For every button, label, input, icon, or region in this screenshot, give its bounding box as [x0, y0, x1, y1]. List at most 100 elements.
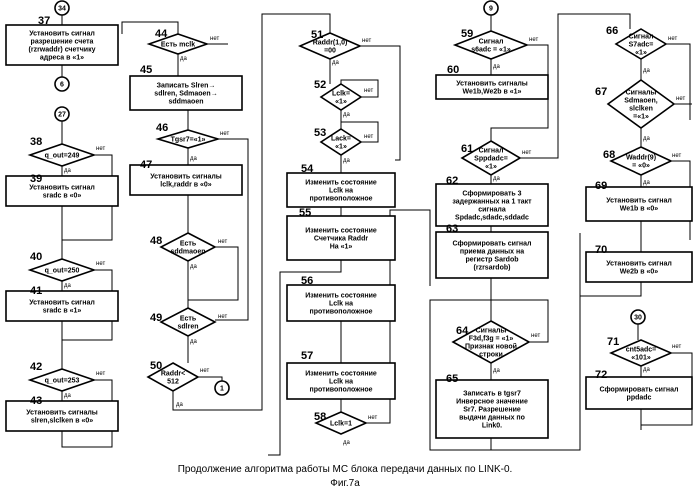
connector-label: 34: [58, 6, 66, 13]
yes-label: да: [343, 440, 351, 446]
connector-label: 6: [60, 82, 64, 89]
connector-1: 1: [215, 381, 229, 395]
process-60: 60Установить сигналыWe1b,We2b в «1»: [436, 64, 548, 99]
no-label: нет: [364, 134, 373, 140]
decision-53: 53Lack=«1»: [314, 127, 361, 155]
step-text-line: Инверсное значение: [456, 399, 528, 406]
yes-label: да: [343, 158, 351, 164]
decision-51: 51Raddr(1,0)=00: [300, 29, 360, 59]
decision-66: 66СигналS7adc=«1»: [606, 25, 666, 59]
process-72: 72Сформировать сигналppdadc: [586, 369, 692, 409]
step-text-line: адреса в «1»: [40, 55, 84, 62]
step-text-line: противоположное: [309, 309, 372, 316]
step-number: 60: [447, 64, 459, 76]
yes-label: да: [332, 60, 340, 66]
process-43: 43Установить сигналыslren,slclken в «0»: [6, 395, 118, 431]
step-text-line: «1»: [485, 164, 497, 171]
decision-71: 71cnt5adc=«101»: [607, 336, 671, 366]
process-70: 70Установить сигналWe2b в «0»: [586, 244, 692, 282]
step-text-line: Изменить состояние: [305, 180, 377, 187]
step-text-line: Есть: [180, 316, 197, 323]
connector-label: 9: [489, 6, 493, 13]
yes-label: да: [176, 402, 184, 408]
step-text-line: = «0»: [632, 163, 650, 170]
no-label: нет: [368, 415, 377, 421]
step-number: 43: [30, 395, 42, 407]
no-label: нет: [210, 36, 219, 42]
step-number: 55: [299, 207, 311, 219]
step-text-line: «1»: [335, 99, 347, 106]
step-number: 38: [30, 136, 42, 148]
connector-label: 27: [58, 112, 66, 119]
step-text-line: разрешение счета: [31, 39, 94, 46]
connector-9: 9: [484, 1, 498, 15]
step-text-line: s6adc = «1»: [471, 47, 511, 54]
step-number: 46: [156, 122, 168, 134]
step-text-line: We1b в «0»: [620, 206, 659, 213]
flow-line: [580, 282, 641, 296]
step-text-line: Spdadc,sdadc,sddadc: [455, 215, 529, 222]
step-text-line: F3d,f3g = «1»: [469, 336, 514, 343]
step-text-line: Записать Slren→: [157, 83, 216, 90]
yes-label: да: [643, 180, 651, 186]
step-text-line: Lclk=: [332, 91, 350, 98]
process-47: 47Установить сигналыlclk,raddr в «0»: [130, 159, 242, 195]
yes-label: да: [493, 176, 501, 182]
step-text-line: We2b в «0»: [620, 269, 659, 276]
step-text-line: Сформировать сигнал: [600, 387, 679, 394]
step-text-line: Raddr(1,0): [313, 40, 348, 47]
step-number: 71: [607, 336, 619, 348]
process-65: 65Записать в tgsr7Инверсное значениеSr7.…: [436, 373, 548, 438]
step-text-line: На «1»: [330, 244, 353, 251]
process-63: 63Сформировать сигналприема данных нарег…: [436, 223, 548, 278]
step-text-line: Изменить состояние: [305, 293, 377, 300]
flow-line: [666, 44, 690, 120]
decision-52: 52Lclk=«1»: [314, 79, 361, 110]
step-text-line: sddmaoen: [170, 249, 205, 256]
step-text-line: Установить сигнал: [606, 261, 672, 268]
decision-67: 67СигналыSdmaoen,slclken=«1»: [595, 80, 674, 128]
no-label: нет: [672, 344, 681, 350]
step-number: 61: [461, 143, 473, 155]
step-text-line: «1»: [335, 144, 347, 151]
step-text-line: Lack=: [331, 136, 351, 143]
step-number: 52: [314, 79, 326, 91]
step-text-line: Lclk на: [329, 379, 353, 386]
step-number: 41: [30, 285, 42, 297]
step-number: 45: [140, 64, 152, 76]
step-number: 42: [30, 361, 42, 373]
step-text-line: (rzrsardob): [474, 265, 511, 272]
step-text-line: Сигнал: [629, 34, 654, 41]
decision-68: 68Waddr(9)= «0»: [603, 147, 671, 175]
decision-46: 46Tgsr7=«1»: [156, 122, 218, 148]
yes-label: да: [180, 56, 188, 62]
no-label: нет: [672, 153, 681, 159]
step-text-line: Признак новой: [465, 343, 517, 351]
step-number: 53: [314, 127, 326, 139]
decision-59: 59Сигналs6adc = «1»: [455, 28, 527, 59]
step-text-line: Sr7. Разрешение: [463, 407, 521, 414]
step-text-line: приема данных на: [460, 249, 524, 256]
step-text-line: Установить сигнал: [29, 31, 95, 38]
step-number: 47: [140, 159, 152, 171]
process-41: 41Установить сигналsradc в «1»: [6, 285, 118, 321]
step-number: 68: [603, 149, 615, 161]
step-number: 57: [301, 350, 313, 362]
step-text-line: lclk,raddr в «0»: [160, 182, 211, 189]
figure-caption: Продолжение алгоритма работы МС блока пе…: [178, 463, 513, 475]
step-number: 66: [606, 25, 618, 37]
step-number: 64: [456, 325, 469, 337]
no-label: нет: [676, 96, 685, 102]
step-number: 39: [30, 173, 42, 185]
step-text-line: Lclk=1: [330, 421, 352, 428]
step-number: 40: [30, 251, 42, 263]
yes-label: да: [343, 112, 351, 118]
step-text-line: Есть mclk: [161, 42, 195, 49]
yes-label: да: [64, 168, 72, 174]
decision-50: 50Raddr<512: [148, 360, 198, 391]
step-text-line: Установить сигналы: [26, 410, 98, 417]
step-text-line: сигнала: [478, 207, 506, 214]
step-text-line: Счетчика Raddr: [314, 236, 368, 243]
step-text-line: регистр Sardob: [465, 257, 518, 264]
